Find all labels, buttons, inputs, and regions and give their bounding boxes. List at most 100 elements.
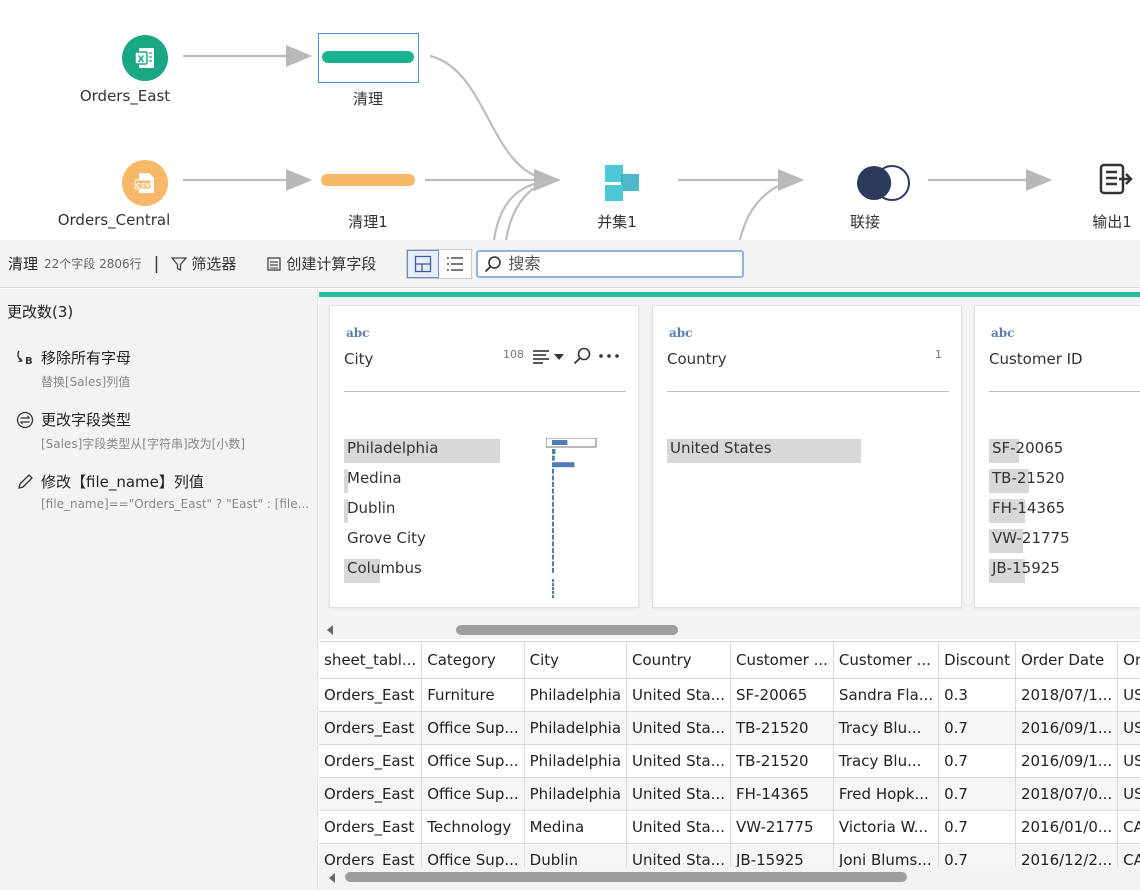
value-item[interactable]: SF-20065: [989, 439, 1063, 463]
table-cell[interactable]: Dublin: [524, 843, 628, 867]
column-header[interactable]: Customer ...: [730, 641, 834, 679]
table-cell[interactable]: 2018/07/1...: [1015, 678, 1119, 712]
change-item[interactable]: 更改字段类型 [Sales]字段类型从[字符串]改为[小数]: [16, 409, 312, 452]
output-icon[interactable]: [1097, 162, 1133, 198]
distribution-bar[interactable]: [552, 554, 554, 560]
table-cell[interactable]: Office Sup...: [421, 777, 525, 811]
distribution-bar[interactable]: [552, 440, 568, 445]
table-cell[interactable]: Sandra Fla...: [833, 678, 940, 712]
table-cell[interactable]: United Sta...: [626, 843, 731, 867]
profile-card-customer-id[interactable]: abc Customer ID SF-20065 TB-21520 FH-143…: [974, 305, 1140, 608]
more-options-icon[interactable]: [598, 352, 620, 360]
distribution-bar[interactable]: [552, 495, 554, 501]
profile-view-button[interactable]: [407, 249, 440, 278]
value-item[interactable]: Dublin: [344, 499, 395, 523]
column-header[interactable]: Discount: [938, 641, 1016, 679]
city-distribution-chart[interactable]: [546, 438, 606, 598]
table-cell[interactable]: Furniture: [421, 678, 525, 712]
clean-step-node[interactable]: [322, 51, 414, 63]
distribution-bar[interactable]: [552, 561, 554, 567]
table-cell[interactable]: Medina: [524, 810, 628, 844]
excel-file-icon[interactable]: X: [122, 35, 168, 81]
table-cell[interactable]: US-: [1117, 711, 1140, 745]
table-cell[interactable]: Office Sup...: [421, 711, 525, 745]
grid-horizontal-scrollbar[interactable]: [345, 872, 907, 882]
table-cell[interactable]: 0.7: [938, 711, 1016, 745]
table-cell[interactable]: TB-21520: [730, 744, 834, 778]
distribution-bar[interactable]: [552, 541, 554, 547]
table-cell[interactable]: Technology: [421, 810, 525, 844]
table-cell[interactable]: Office Sup...: [421, 744, 525, 778]
profile-horizontal-scrollbar[interactable]: [456, 625, 678, 635]
table-cell[interactable]: 2018/07/0...: [1015, 777, 1119, 811]
column-header[interactable]: sheet_tabl...: [319, 641, 423, 679]
distribution-bar[interactable]: [552, 455, 555, 461]
table-cell[interactable]: Joni Blums...: [833, 843, 940, 867]
value-item[interactable]: FH-14365: [989, 499, 1065, 523]
value-item[interactable]: United States: [667, 439, 861, 463]
value-item[interactable]: Philadelphia: [344, 439, 500, 463]
join-icon[interactable]: [853, 163, 913, 203]
table-cell[interactable]: Orders_East: [319, 843, 423, 867]
table-cell[interactable]: 0.7: [938, 777, 1016, 811]
table-cell[interactable]: Philadelphia: [524, 744, 628, 778]
search-input[interactable]: [508, 254, 729, 273]
table-cell[interactable]: 0.3: [938, 678, 1016, 712]
table-cell[interactable]: JB-15925: [730, 843, 834, 867]
table-cell[interactable]: Orders_East: [319, 711, 423, 745]
distribution-bar[interactable]: [552, 482, 554, 487]
table-cell[interactable]: Tracy Blu...: [833, 711, 940, 745]
scroll-left-icon[interactable]: [325, 624, 335, 636]
table-cell[interactable]: 0.7: [938, 810, 1016, 844]
change-item[interactable]: 修改【file_name】列值 [file_name]=="Orders_Eas…: [16, 471, 312, 511]
value-item[interactable]: JB-15925: [989, 559, 1060, 583]
table-cell[interactable]: 2016/09/1...: [1015, 711, 1119, 745]
column-header[interactable]: Country: [626, 641, 731, 679]
table-cell[interactable]: TB-21520: [730, 711, 834, 745]
column-header[interactable]: Customer ...: [833, 641, 940, 679]
table-cell[interactable]: Fred Hopk...: [833, 777, 940, 811]
table-cell[interactable]: US-: [1117, 744, 1140, 778]
search-field[interactable]: [476, 249, 745, 278]
profile-card-city[interactable]: abc City 108 Philadelphia Medina Dublin …: [329, 305, 639, 608]
table-cell[interactable]: United Sta...: [626, 711, 731, 745]
value-item[interactable]: Grove City: [347, 529, 426, 547]
table-cell[interactable]: US-: [1117, 777, 1140, 811]
table-cell[interactable]: 0.7: [938, 843, 1016, 867]
distribution-bar[interactable]: [552, 462, 575, 468]
table-cell[interactable]: Orders_East: [319, 678, 423, 712]
table-cell[interactable]: Orders_East: [319, 810, 423, 844]
table-cell[interactable]: Orders_East: [319, 777, 423, 811]
create-calc-field-button[interactable]: 创建计算字段: [266, 253, 376, 274]
distribution-bar[interactable]: [552, 548, 554, 553]
distribution-bar[interactable]: [552, 508, 554, 514]
distribution-bar[interactable]: [552, 567, 554, 573]
table-cell[interactable]: United Sta...: [626, 744, 731, 778]
table-cell[interactable]: CA-: [1117, 810, 1140, 844]
table-cell[interactable]: Office Sup...: [421, 843, 525, 867]
value-item[interactable]: VW-21775: [989, 529, 1070, 553]
search-icon[interactable]: [572, 346, 592, 366]
distribution-bar[interactable]: [552, 534, 554, 540]
table-cell[interactable]: SF-20065: [730, 678, 834, 712]
distribution-bar[interactable]: [552, 468, 554, 474]
list-view-button[interactable]: [439, 250, 471, 278]
sort-icon[interactable]: [532, 348, 566, 364]
table-cell[interactable]: Philadelphia: [524, 777, 628, 811]
table-cell[interactable]: 0.7: [938, 744, 1016, 778]
distribution-bar[interactable]: [552, 488, 554, 494]
table-cell[interactable]: United Sta...: [626, 810, 731, 844]
table-cell[interactable]: FH-14365: [730, 777, 834, 811]
table-cell[interactable]: United Sta...: [626, 678, 731, 712]
distribution-bar[interactable]: [552, 515, 554, 520]
column-header[interactable]: Ord: [1117, 641, 1140, 679]
table-cell[interactable]: Victoria W...: [833, 810, 940, 844]
value-item[interactable]: Columbus: [344, 559, 422, 583]
distribution-bar[interactable]: [552, 528, 554, 534]
distribution-bar[interactable]: [552, 521, 554, 527]
union-icon[interactable]: [602, 164, 642, 202]
distribution-bar[interactable]: [552, 501, 554, 507]
